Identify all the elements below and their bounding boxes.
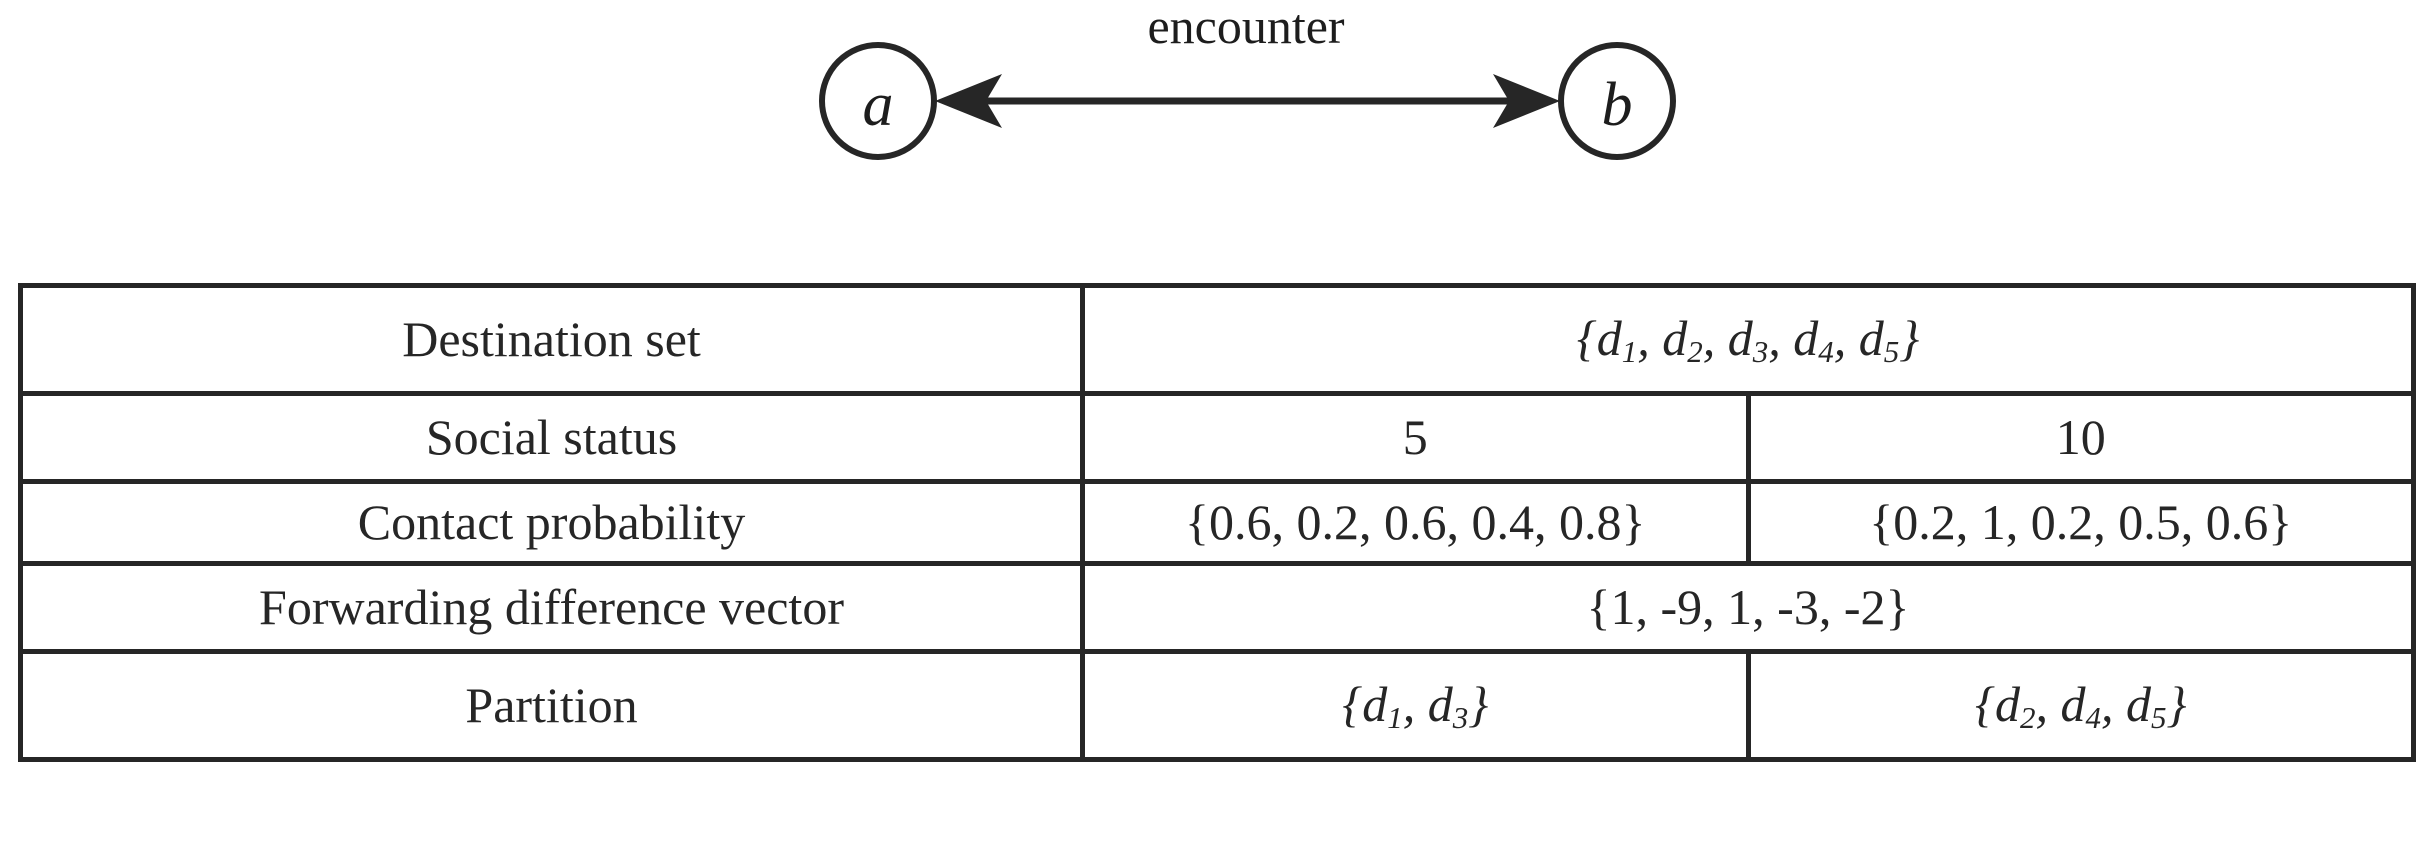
cell-forwarding-difference-vector-value: {1, -9, 1, -3, -2} [1080,561,2416,654]
encounter-edge-label: encounter [1147,0,1344,54]
table-row-social-status: Social status 5 10 [18,391,2416,484]
partition-a-expression: {d1, d3} [1342,675,1489,735]
row-label-social-status: Social status [18,391,1085,484]
table-row-forwarding-difference-vector: Forwarding difference vector {1, -9, 1, … [18,561,2416,654]
row-label-forwarding-difference-vector: Forwarding difference vector [18,561,1085,654]
row-label-destination-set: Destination set [18,283,1085,396]
cell-contact-probability-b: {0.2, 1, 0.2, 0.5, 0.6} [1745,479,2416,566]
table-row-contact-probability: Contact probability {0.6, 0.2, 0.6, 0.4,… [18,479,2416,566]
node-a-label: a [863,71,894,139]
table-row-destination-set: Destination set {d1, d2, d3, d4, d5} [18,283,2416,396]
arrow-head-right-icon [1493,74,1560,128]
destination-set-expression: {d1, d2, d3, d4, d5} [1576,309,1920,369]
cell-partition-a: {d1, d3} [1080,649,1751,762]
cell-social-status-b: 10 [1745,391,2416,484]
encounter-diagram: a b encounter [0,0,2434,270]
diagram-canvas: a b encounter [819,0,1676,160]
node-attribute-table: Destination set {d1, d2, d3, d4, d5} Soc… [18,283,2416,762]
row-label-contact-probability: Contact probability [18,479,1085,566]
table-row-partition: Partition {d1, d3} {d2, d4, d5} [18,649,2416,762]
node-b-label: b [1602,71,1633,139]
row-label-partition: Partition [18,649,1085,762]
cell-destination-set-value: {d1, d2, d3, d4, d5} [1080,283,2416,396]
node-b-circle [1558,42,1676,160]
arrow-head-left-icon [935,74,1002,128]
node-a-circle [819,42,937,160]
cell-contact-probability-a: {0.6, 0.2, 0.6, 0.4, 0.8} [1080,479,1751,566]
partition-b-expression: {d2, d4, d5} [1975,675,2187,735]
cell-partition-b: {d2, d4, d5} [1745,649,2416,762]
cell-social-status-a: 5 [1080,391,1751,484]
